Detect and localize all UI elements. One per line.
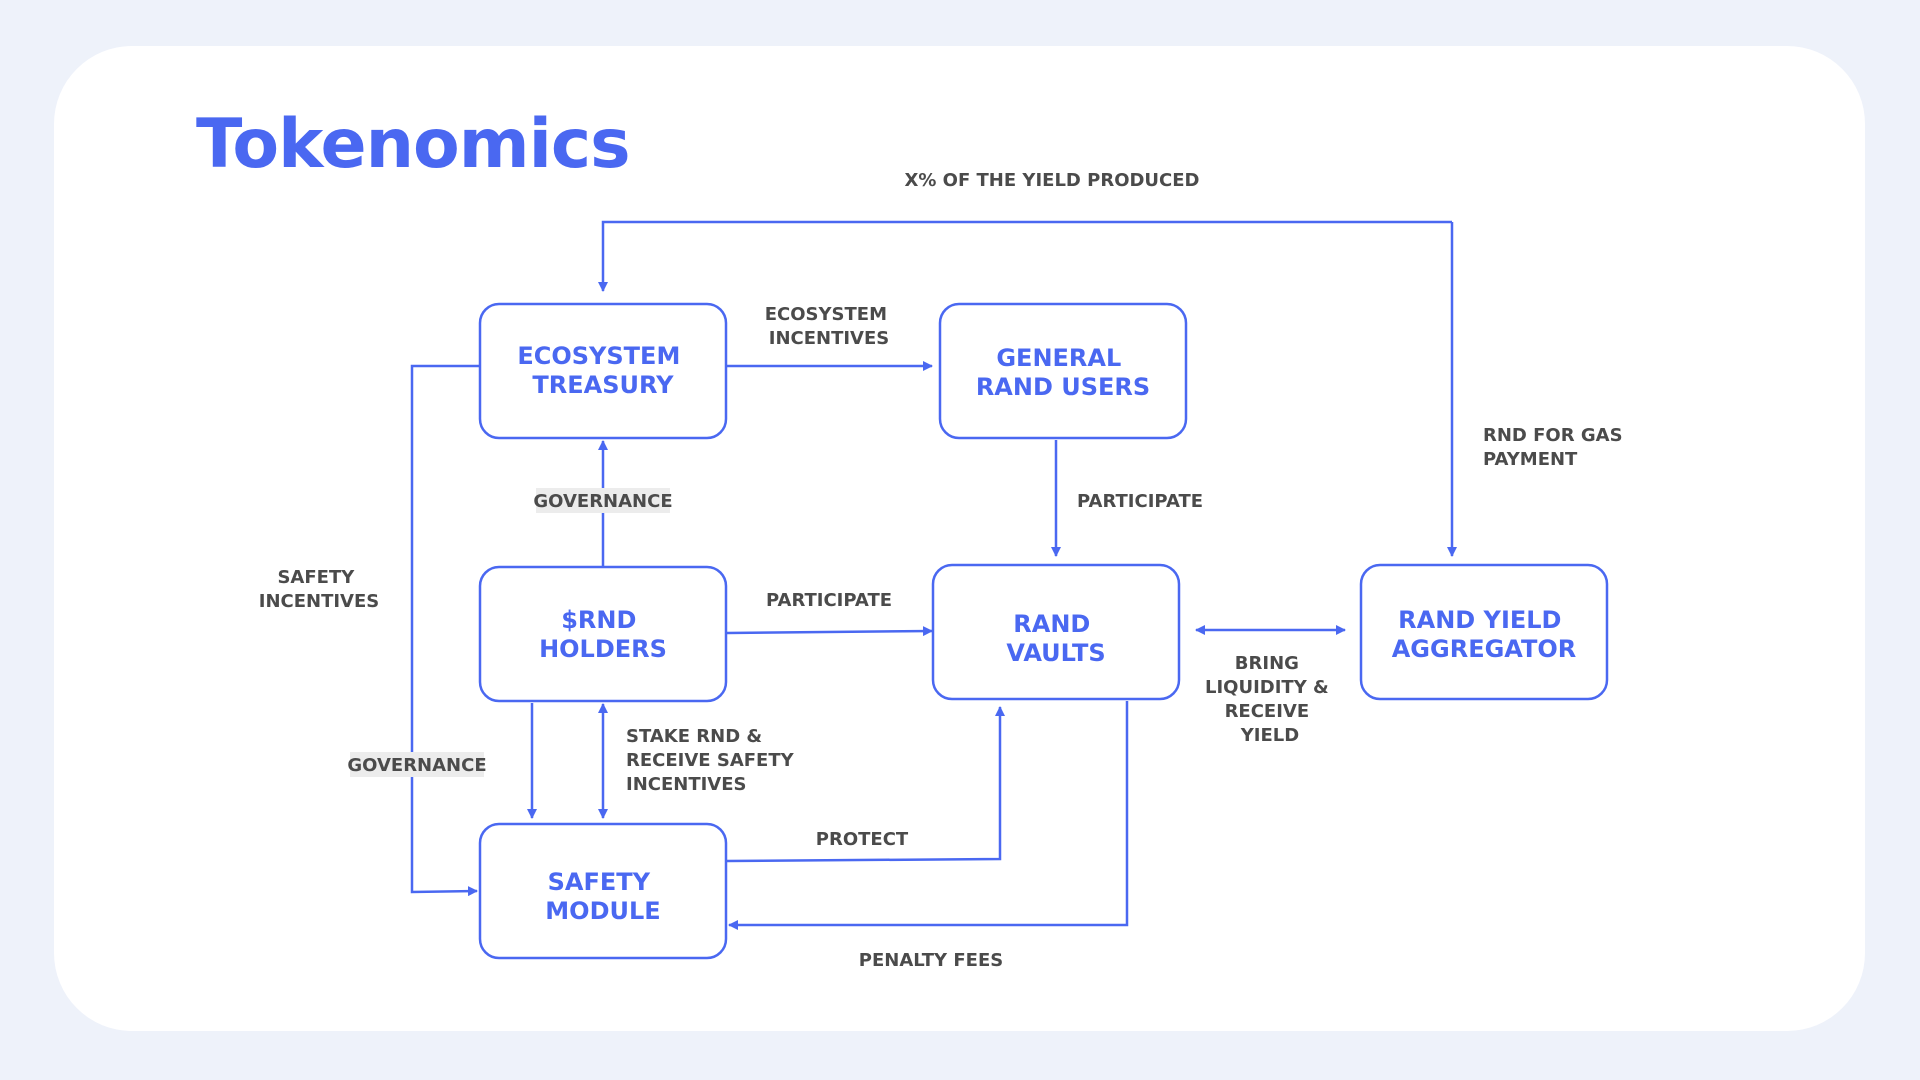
- label-background: [536, 488, 670, 513]
- edge-treasury-to-module: [410, 364, 479, 897]
- label-gas-payment: RND FOR GAS PAYMENT: [1483, 425, 1629, 470]
- edge-aggregator-to-treasury: [598, 220, 1452, 292]
- edge-vaults-to-module: [728, 701, 1129, 930]
- svg-text:$RND HOLDERS: $RND HOLDERS: [539, 606, 667, 663]
- label-module-governance: GOVERNANCE: [347, 755, 486, 776]
- label-background: [350, 752, 484, 777]
- edge-labels: X% OF THE YIELD PRODUCED ECOSYSTEM INCEN…: [259, 170, 1629, 971]
- connections: [410, 220, 1457, 930]
- label-safety-incentives: SAFETY INCENTIVES: [259, 567, 380, 612]
- edge-holders-to-vaults: [726, 626, 933, 637]
- label-users-participate: PARTICIPATE: [1077, 491, 1203, 512]
- label-stake-rnd: STAKE RND & RECEIVE SAFETY INCENTIVES: [626, 726, 800, 795]
- label-liquidity-yield: BRING LIQUIDITY & RECEIVE YIELD: [1205, 653, 1335, 746]
- node-rand-vaults: RAND VAULTS: [931, 563, 1181, 701]
- node-rnd-holders: $RND HOLDERS: [478, 565, 728, 703]
- svg-text:GENERAL RAND USERS: GENERAL RAND USERS: [976, 344, 1150, 401]
- content-card: [54, 46, 1865, 1031]
- label-penalty-fees: PENALTY FEES: [859, 950, 1003, 971]
- node-ecosystem-treasury: ECOSYSTEM TREASURY: [478, 302, 728, 440]
- label-yield-share: X% OF THE YIELD PRODUCED: [904, 170, 1199, 191]
- label-protect: PROTECT: [816, 829, 909, 850]
- page-title: Tokenomics: [196, 105, 631, 184]
- label-holders-governance: GOVERNANCE: [533, 491, 672, 512]
- label-holders-participate: PARTICIPATE: [766, 590, 892, 611]
- svg-text:RAND YIELD AGGREGATOR: RAND YIELD AGGREGATOR: [1392, 606, 1577, 663]
- svg-text:ECOSYSTEM TREASURY: ECOSYSTEM TREASURY: [517, 342, 688, 399]
- node-rand-yield-aggregator: RAND YIELD AGGREGATOR: [1359, 563, 1609, 701]
- edge-module-to-vaults: [726, 706, 1005, 863]
- svg-text:RAND VAULTS: RAND VAULTS: [1006, 610, 1105, 667]
- svg-text:SAFETY MODULE: SAFETY MODULE: [545, 868, 660, 925]
- node-safety-module: SAFETY MODULE: [478, 822, 728, 960]
- node-general-rand-users: GENERAL RAND USERS: [938, 302, 1188, 440]
- label-ecosystem-incentives: ECOSYSTEM INCENTIVES: [765, 304, 894, 349]
